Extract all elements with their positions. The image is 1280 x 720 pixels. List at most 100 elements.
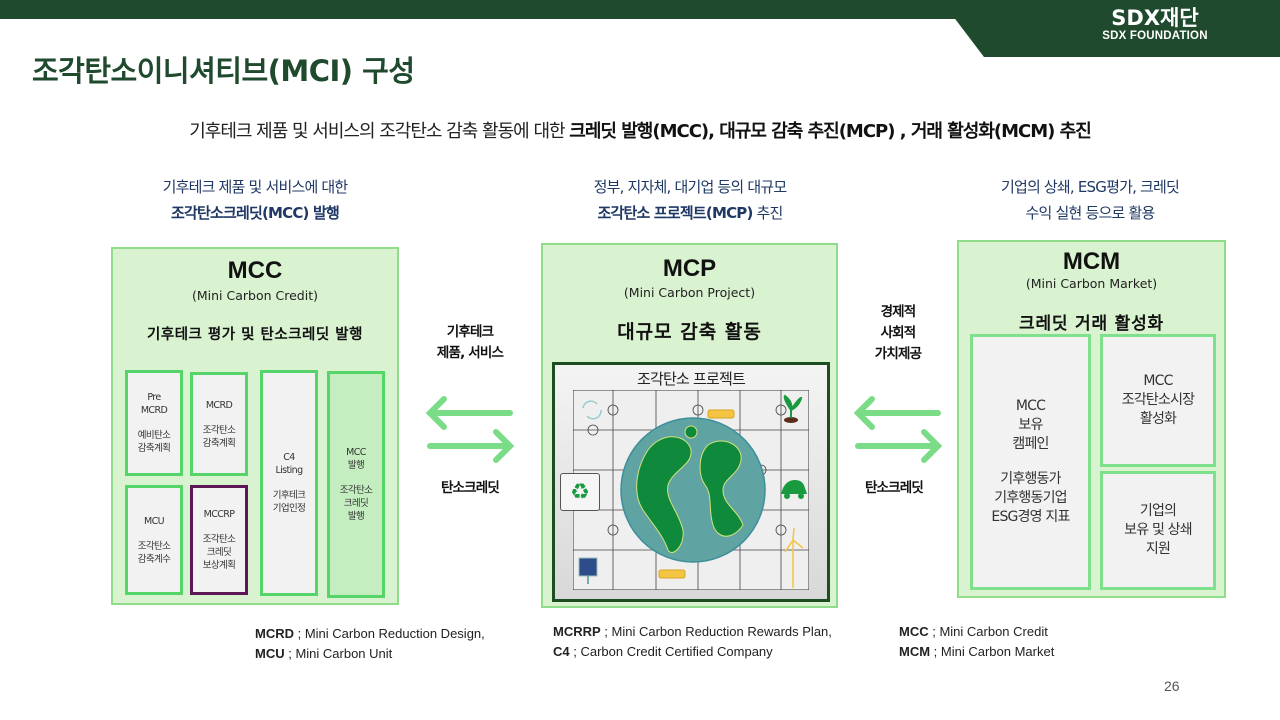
legend-desc: ; Mini Carbon Reduction Rewards Plan, <box>600 624 832 639</box>
box-line: 감축계획 <box>137 443 171 454</box>
caption-mcp-line1: 정부, 지자체, 대기업 등의 대규모 <box>593 178 788 196</box>
arrow-left-top-label: 기후테크 제품, 서비스 <box>410 322 530 364</box>
box-line: 조각탄소 <box>339 485 373 496</box>
box-line: 감축계획 <box>202 437 236 449</box>
box-line: 기업의 <box>1139 503 1177 519</box>
box-line: 크레딧 <box>206 547 232 558</box>
sprout-icon <box>783 394 803 423</box>
box-line: MCC <box>1143 373 1173 389</box>
mcm-title: MCM <box>1062 248 1121 275</box>
box-line: MCC <box>1015 398 1046 414</box>
caption-mcm-line2: 수익 실현 등으로 활용 <box>1025 204 1156 222</box>
recycle-icon: ♻ <box>560 473 600 511</box>
logo-main-text: SDX재단 <box>1111 6 1199 30</box>
box-line: 조각탄소 <box>202 424 236 436</box>
box-line: MCU <box>144 515 165 527</box>
box-line: 기후행동가 <box>1000 471 1061 487</box>
page-title: 조각탄소이니셔티브(MCI) 구성 <box>32 54 415 88</box>
box-line: 조각탄소 <box>137 540 171 552</box>
box-mccrp: MCCRP 조각탄소 크레딧 보상계획 <box>190 485 248 595</box>
caption-mcc-line2: 조각탄소크레딧(MCC) 발행 <box>170 204 340 222</box>
battery-icon <box>707 409 735 419</box>
box-mcu: MCU 조각탄소 감축계수 <box>125 485 183 595</box>
box-line: C4 <box>283 452 295 463</box>
arrow-right-top-label: 경제적 사회적 가치제공 <box>838 302 958 365</box>
earth-globe-icon <box>620 417 766 563</box>
box-mcrd: MCRD 조각탄소 감축계획 <box>190 372 248 476</box>
solar-panel-icon <box>578 557 598 584</box>
box-line: 활성화 <box>1139 411 1177 427</box>
slide-subtitle: 기후테크 제품 및 서비스의 조각탄소 감축 활동에 대한 크레딧 발행(MCC… <box>0 117 1280 143</box>
arrow-label-line: 가치제공 <box>874 346 922 362</box>
electric-car-icon <box>781 480 807 499</box>
box-pre-mcrd: Pre MCRD 예비탄소 감축계획 <box>125 370 183 476</box>
caption-mcm: 기업의 상쇄, ESG평가, 크레딧 수익 실현 등으로 활용 <box>935 174 1245 226</box>
legend-col3: MCC ; Mini Carbon Credit MCM ; Mini Carb… <box>899 622 1054 662</box>
mcp-title: MCP <box>662 255 717 282</box>
box-line: 캠페인 <box>1012 436 1049 452</box>
box-line: MCRD <box>140 405 168 416</box>
mcm-panel: MCM (Mini Carbon Market) 크레딧 거래 활성화 MCC … <box>957 240 1226 598</box>
box-line: 발행 <box>347 460 365 471</box>
box-line: ESG경영 지표 <box>991 509 1070 525</box>
legend-desc: ; Mini Carbon Market <box>930 644 1055 659</box>
caption-mcm-line1: 기업의 상쇄, ESG평가, 크레딧 <box>1000 178 1180 196</box>
puzzle-earth-illustration <box>573 390 809 590</box>
legend-term: MCRRP <box>553 624 601 639</box>
legend-term: MCU <box>255 646 285 661</box>
box-line: MCCRP <box>203 509 235 520</box>
legend-term: MCM <box>899 644 931 659</box>
legend-col2: MCRRP ; Mini Carbon Reduction Rewards Pl… <box>553 622 832 662</box>
wind-turbine-icon <box>784 527 804 588</box>
box-mcc-campaign: MCC 보유 캠페인 기후행동가 기후행동기업 ESG경영 지표 <box>970 334 1091 590</box>
logo-sub-text: SDX FOUNDATION <box>1102 30 1208 42</box>
box-line: Pre <box>147 392 161 403</box>
box-line: 크레딧 <box>343 498 369 509</box>
recycle-cycle-icon <box>582 400 602 420</box>
box-c4-listing: C4 Listing 기후테크 기업인정 <box>260 370 318 596</box>
box-line: Listing <box>275 465 303 476</box>
box-line: 기후행동기업 <box>994 490 1067 506</box>
project-label: 조각탄소 프로젝트 <box>637 370 746 388</box>
box-line: 지원 <box>1145 541 1171 557</box>
box-line: 감축계수 <box>137 553 171 565</box>
caption-mcc: 기후테크 제품 및 서비스에 대한 조각탄소크레딧(MCC) 발행 <box>100 174 410 226</box>
box-line: 보유 <box>1018 417 1043 433</box>
legend-term: MCC <box>899 624 929 639</box>
battery-icon-bottom <box>658 569 686 579</box>
bidirectional-arrows-icon <box>853 396 943 463</box>
box-line: MCRD <box>205 399 233 411</box>
legend-desc: ; Mini Carbon Reduction Design, <box>294 626 485 641</box>
caption-mcc-line1: 기후테크 제품 및 서비스에 대한 <box>162 178 349 196</box>
subtitle-bold: 크레딧 발행(MCC), 대규모 감축 추진(MCP) , 거래 활성화(MCM… <box>569 121 1091 142</box>
mcp-heading: 대규모 감축 활동 <box>617 321 762 343</box>
caption-mcp-line2-rest: 추진 <box>752 204 784 222</box>
mcm-subtitle: (Mini Carbon Market) <box>1025 276 1158 291</box>
sdx-foundation-logo: SDX재단 SDX FOUNDATION <box>1090 6 1220 43</box>
box-offset-support: 기업의 보유 및 상쇄 지원 <box>1100 471 1216 590</box>
legend-desc: ; Mini Carbon Credit <box>928 624 1048 639</box>
mcc-panel: MCC (Mini Carbon Credit) 기후테크 평가 및 탄소크레딧… <box>111 247 399 605</box>
legend-col1: MCRD ; Mini Carbon Reduction Design, MCU… <box>255 624 485 664</box>
legend-term: C4 <box>553 644 570 659</box>
legend-desc: ; Carbon Credit Certified Company <box>569 644 773 659</box>
box-line: 보유 및 상쇄 <box>1124 522 1192 538</box>
box-line: MCC <box>346 447 366 458</box>
caption-mcp: 정부, 지자체, 대기업 등의 대규모 조각탄소 프로젝트(MCP) 추진 <box>535 174 845 226</box>
arrow-label-line: 제품, 서비스 <box>436 345 504 361</box>
page-number: 26 <box>1164 678 1180 694</box>
mcc-title: MCC <box>227 257 283 284</box>
legend-desc: ; Mini Carbon Unit <box>284 646 393 661</box>
box-mcc-market: MCC 조각탄소시장 활성화 <box>1100 334 1216 467</box>
box-mcc-issue: MCC 발행 조각탄소 크레딧 발행 <box>327 371 385 598</box>
logo-tab <box>955 0 1280 57</box>
arrow-label-line: 사회적 <box>880 325 917 341</box>
carbon-project-image-frame: 조각탄소 프로젝트 <box>552 362 830 602</box>
box-line: 발행 <box>347 511 365 522</box>
caption-mcp-line2-bold: 조각탄소 프로젝트(MCP) <box>597 204 753 222</box>
box-line: 보상계획 <box>202 560 236 571</box>
mcm-heading: 크레딧 거래 활성화 <box>1019 314 1164 334</box>
mcc-heading: 기후테크 평가 및 탄소크레딧 발행 <box>147 327 363 343</box>
subtitle-plain: 기후테크 제품 및 서비스의 조각탄소 감축 활동에 대한 <box>189 121 570 142</box>
arrow-label-line: 경제적 <box>880 304 917 320</box>
